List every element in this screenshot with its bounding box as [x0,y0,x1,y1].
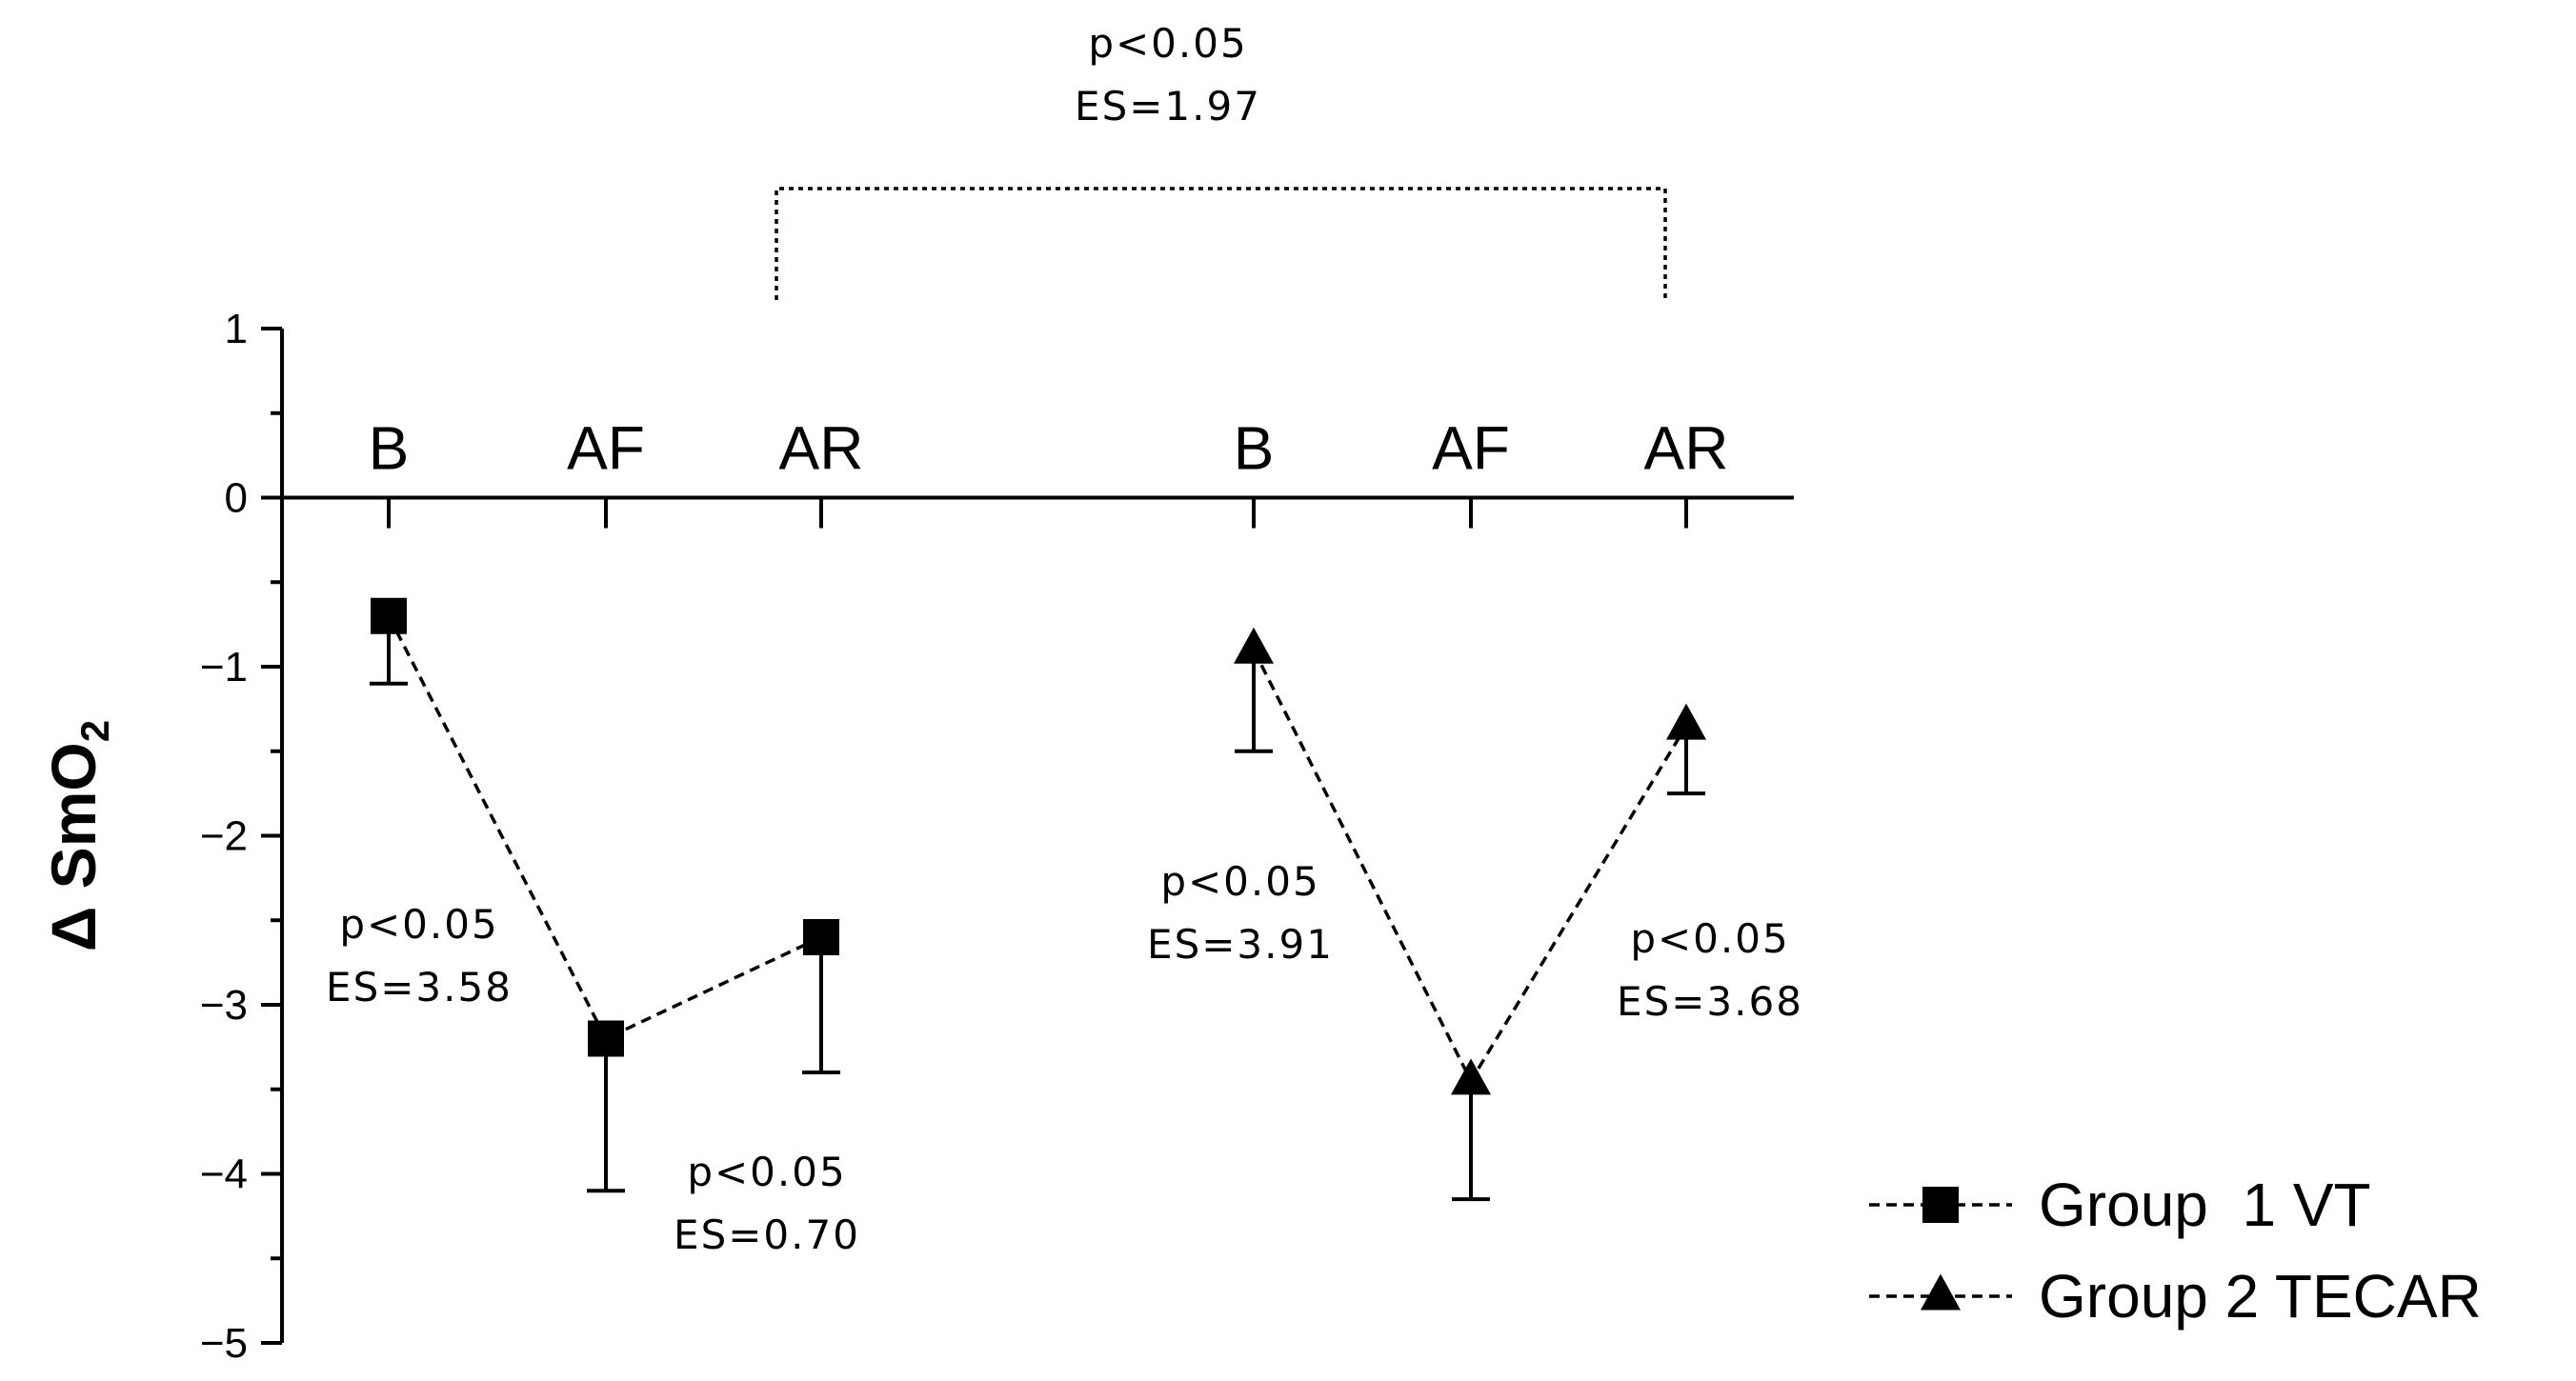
x-category-label: AR [1644,414,1729,483]
annotation-p-value: p<0.05 [1088,20,1247,67]
annotation-p-value: p<0.05 [687,1149,846,1195]
axes-layer: 1 0 −1 −2 −3 −4 −5 B AF AR B AF AR Δ SmO2 [38,306,1794,1367]
legend-label: Group 1 VT [2039,1171,2371,1239]
x-category-label: AF [567,414,645,483]
data-point-triangle [1451,1058,1491,1095]
data-point-triangle [1234,627,1274,664]
x-category-label: AF [1432,414,1510,483]
y-tick-label: −5 [200,1320,248,1367]
annotation-p-value: p<0.05 [339,901,498,948]
annotation-effect-size: ES=3.68 [1617,978,1803,1025]
y-tick-label: −2 [200,813,248,860]
annotation-effect-size: ES=0.70 [674,1211,860,1258]
series-line [387,614,822,1041]
y-axis-label: Δ SmO2 [38,720,117,951]
data-point-square [371,597,407,634]
legend-marker-square [1922,1187,1959,1223]
legend-label: Group 2 TECAR [2039,1262,2482,1331]
annotation-effect-size: ES=3.91 [1147,921,1334,968]
series-layer [370,597,1706,1202]
y-tick-label: 1 [225,306,248,352]
comparison-bracket [775,187,1667,300]
data-point-triangle [1666,703,1706,740]
y-tick-label: −1 [200,644,248,690]
legend-item-1: Group 1 VT [1869,1171,2371,1239]
series-group-1 [370,597,840,1193]
series-group-2 [1234,627,1706,1202]
annotation-effect-size: ES=1.97 [1075,83,1261,130]
y-tick-label: −4 [200,1151,248,1198]
data-point-square [588,1020,624,1057]
y-tick-label: −3 [200,982,248,1029]
annotation-p-value: p<0.05 [1160,858,1319,905]
legend-marker-triangle [1921,1273,1961,1311]
annotation-effect-size: ES=3.58 [326,964,513,1011]
legend: Group 1 VT Group 2 TECAR [1869,1171,2482,1331]
y-tick-label: 0 [225,475,248,522]
legend-item-2: Group 2 TECAR [1869,1262,2482,1331]
x-category-label: AR [779,414,864,483]
data-point-square [803,919,839,955]
annotation-p-value: p<0.05 [1630,915,1789,962]
x-category-label: B [369,414,410,483]
x-category-label: B [1234,414,1275,483]
